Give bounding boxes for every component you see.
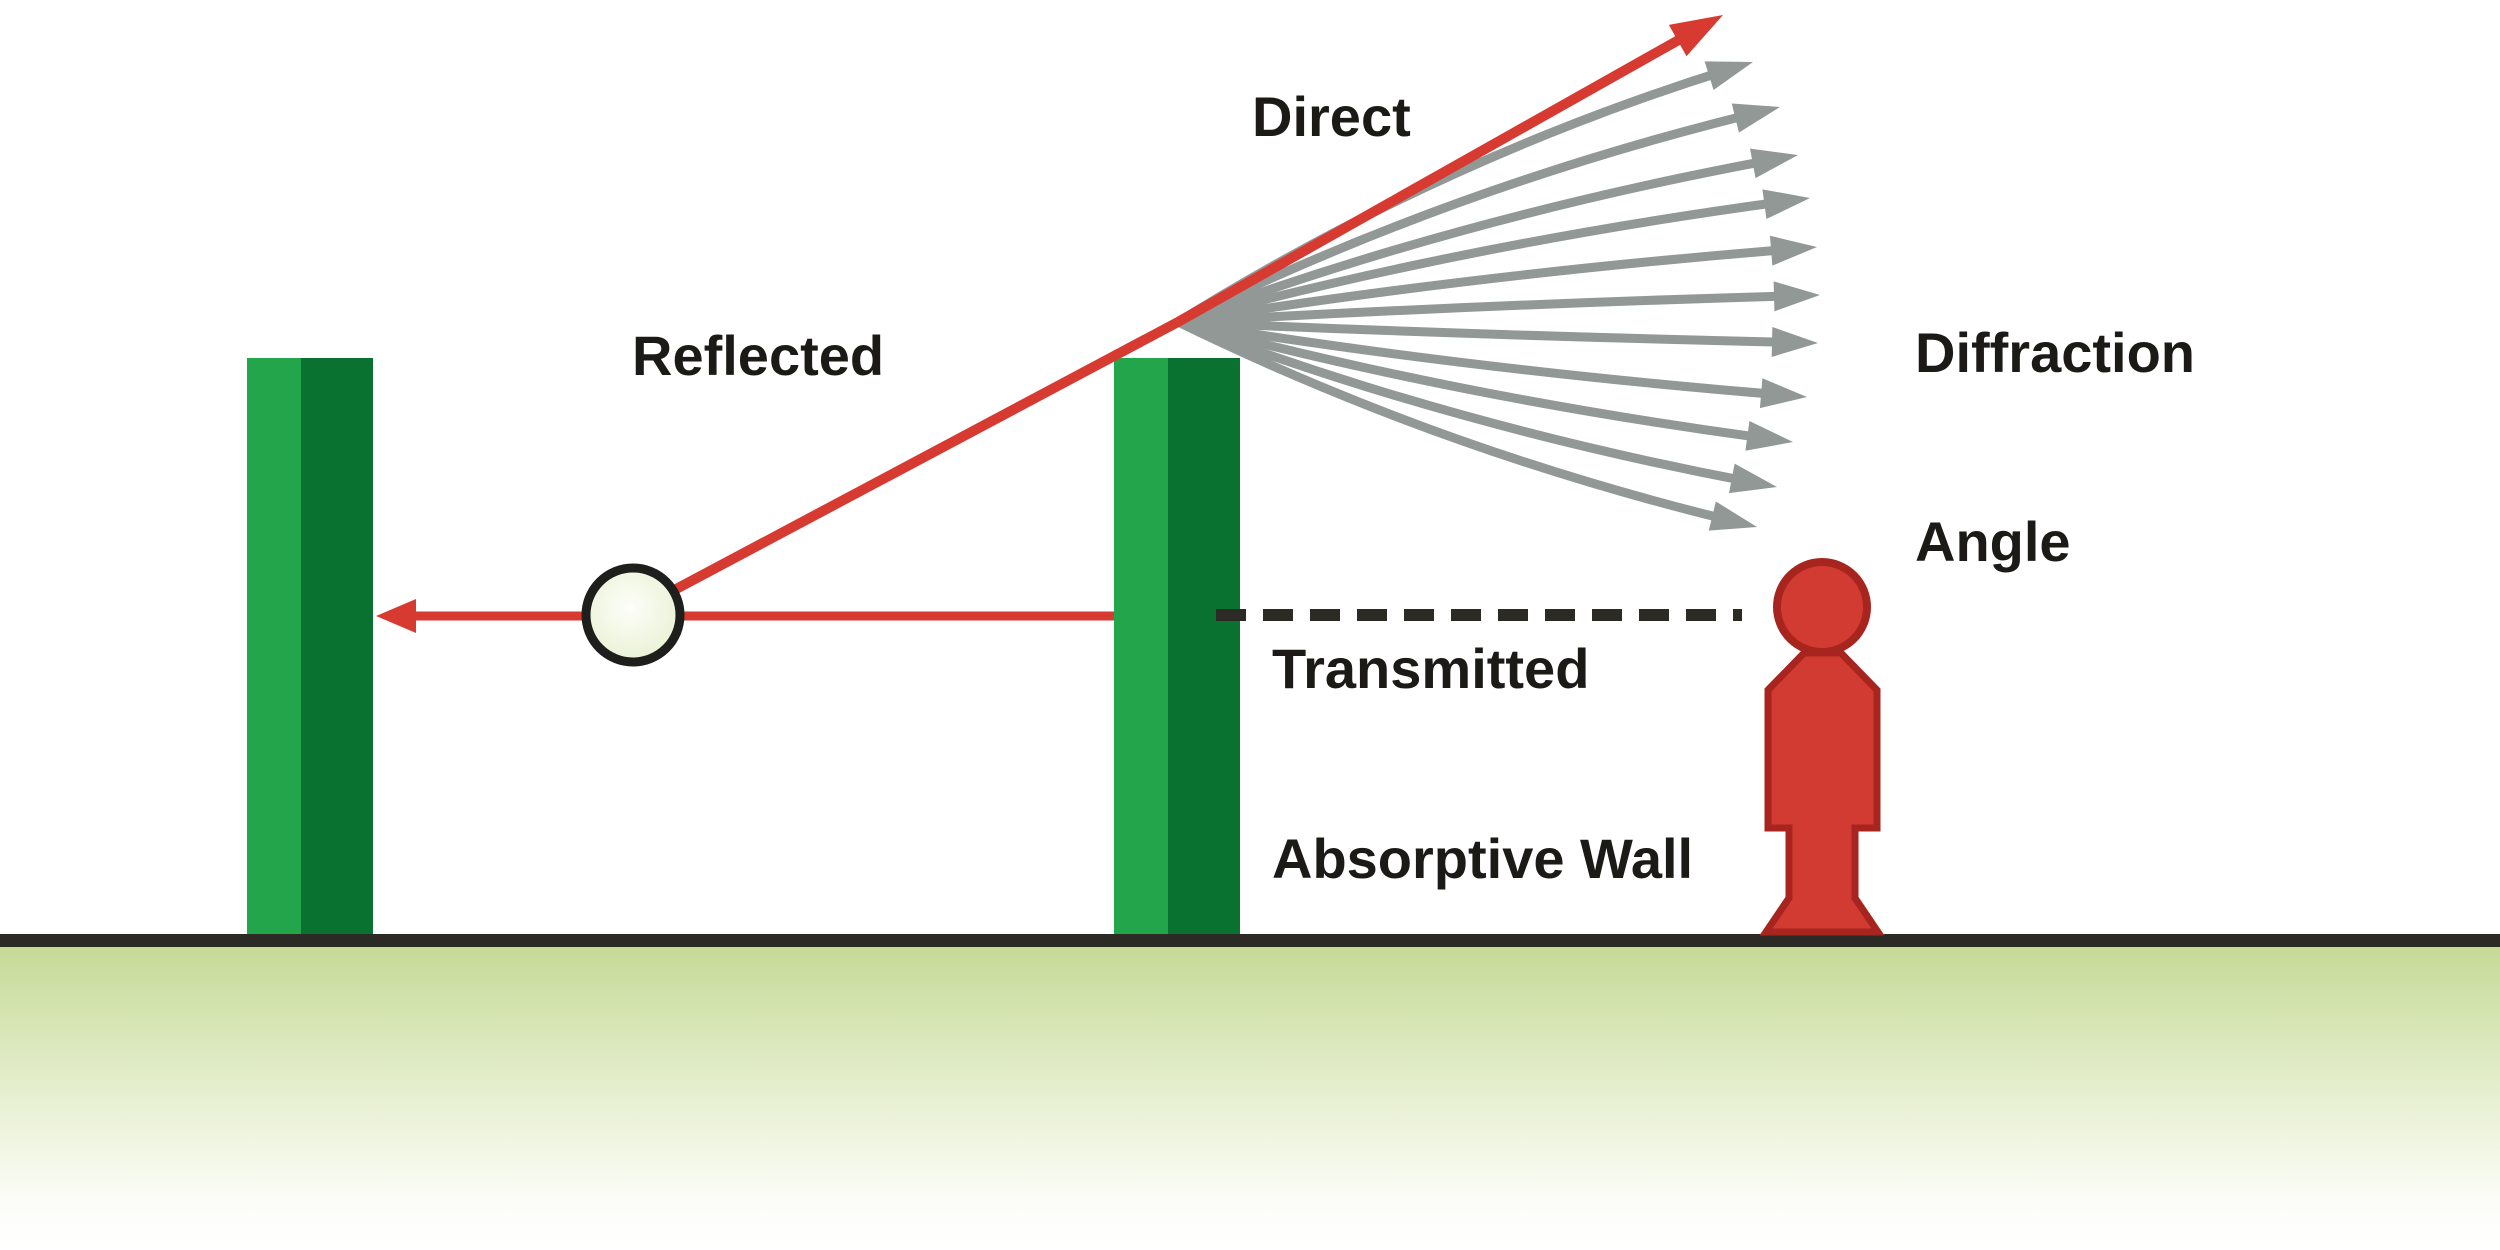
- ground-grass: [0, 947, 2500, 1250]
- diffraction-arrow-shaft: [1176, 197, 1784, 327]
- listener-person: [1759, 558, 1885, 936]
- diffraction-arrow-head: [1771, 326, 1818, 357]
- absorptive-wall-light-face: [1114, 358, 1168, 934]
- diffraction-arrow-shaft: [1176, 155, 1772, 327]
- diffraction-arrow-shaft: [1176, 109, 1755, 327]
- person-head: [1773, 558, 1871, 656]
- label-direct: Direct: [1252, 85, 1411, 148]
- label-diffraction-angle: Diffraction Angle: [1915, 197, 2195, 699]
- diffraction-arrow-head: [1759, 378, 1807, 409]
- label-diffraction-line1: Diffraction: [1915, 321, 2195, 385]
- absorptive-wall: [1114, 358, 1240, 934]
- diffraction-arrow-shaft: [1177, 244, 1790, 327]
- direct-ray-arrow-shaft: [1175, 28, 1694, 327]
- label-transmitted: Transmitted: [1272, 637, 1590, 700]
- diffraction-arrow-head: [1762, 189, 1810, 220]
- reflected-ray-shaft: [630, 317, 1181, 617]
- left-wall-light-face: [247, 358, 301, 934]
- diffraction-arrow-head: [1708, 501, 1757, 531]
- ground-line: [0, 934, 2500, 947]
- label-absorptive-wall: Absorptive Wall: [1272, 827, 1694, 890]
- diffraction-arrow-head: [1745, 420, 1793, 451]
- diffraction-arrow-shaft: [1176, 317, 1751, 487]
- sound-source-circle: [581, 563, 685, 667]
- diffraction-arrow-head: [1729, 463, 1777, 494]
- diffraction-arrow-head: [1731, 103, 1780, 133]
- diffraction-arrow-shaft: [1176, 317, 1732, 525]
- diffraction-arrow-head: [1773, 281, 1820, 312]
- diffraction-arrow-shaft: [1176, 317, 1767, 443]
- left-wall: [247, 358, 373, 934]
- left-wall-dark-face: [301, 358, 373, 934]
- diffraction-arrow-shaft: [1177, 317, 1780, 400]
- person-body: [1759, 649, 1885, 936]
- diffraction-arrow-head: [1750, 148, 1798, 179]
- absorptive-wall-dark-face: [1168, 358, 1240, 934]
- reflected-left-arrow-head: [376, 599, 416, 633]
- label-diffraction-line2: Angle: [1915, 509, 2071, 573]
- diffraction-arrow-head: [1704, 61, 1753, 91]
- direct-ray-arrow-head: [1668, 15, 1723, 57]
- diffraction-arrow-shaft: [1177, 317, 1791, 347]
- diffraction-arrow-head: [1769, 235, 1817, 266]
- label-reflected: Reflected: [632, 324, 885, 387]
- arrows-layer: [376, 15, 1820, 633]
- diffraction-arrow-shaft: [1177, 291, 1793, 327]
